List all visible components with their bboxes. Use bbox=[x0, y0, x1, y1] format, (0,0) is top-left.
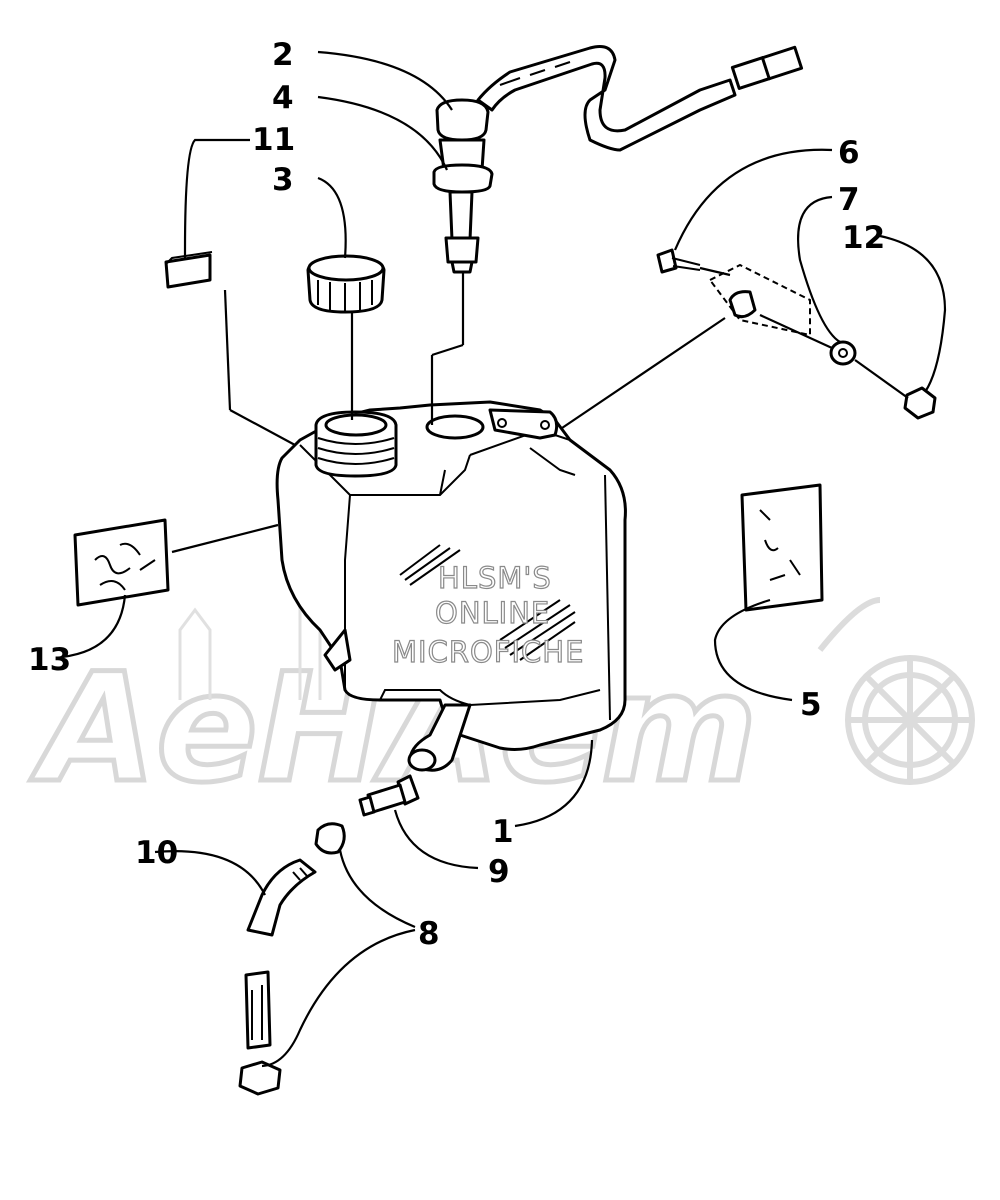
sender-port bbox=[425, 414, 485, 440]
mount-tab bbox=[488, 408, 559, 440]
callout-5: 5 bbox=[800, 687, 822, 723]
decal-5 bbox=[740, 483, 824, 612]
label-11 bbox=[164, 251, 213, 289]
fuel-cap bbox=[306, 254, 386, 314]
callout-12: 12 bbox=[842, 220, 885, 256]
callout-13: 13 bbox=[28, 642, 71, 678]
callout-3: 3 bbox=[272, 162, 294, 198]
callout-8: 8 bbox=[418, 916, 440, 952]
decal-13 bbox=[73, 518, 170, 607]
sending-unit bbox=[432, 98, 494, 274]
callout-11: 11 bbox=[252, 122, 295, 158]
tank-body bbox=[275, 400, 627, 772]
callout-7: 7 bbox=[838, 182, 860, 218]
callout-10: 10 bbox=[135, 835, 178, 871]
watermark-line1: HLSM'S bbox=[438, 561, 552, 595]
outlet-fitting bbox=[358, 774, 420, 817]
watermark-wheel-icon bbox=[817, 597, 975, 785]
watermark-line3: MICROFICHE bbox=[392, 635, 584, 669]
mount-hardware bbox=[656, 248, 937, 420]
callout-9: 9 bbox=[488, 854, 510, 890]
callout-2: 2 bbox=[272, 37, 294, 73]
callout-4: 4 bbox=[272, 80, 294, 116]
callout-labels: 1 2 3 4 5 6 7 8 9 10 11 12 13 bbox=[28, 37, 885, 952]
watermark-text: HLSM'S ONLINE MICROFICHE bbox=[391, 560, 584, 669]
wiring-harness bbox=[476, 45, 804, 152]
fuel-line bbox=[238, 822, 346, 1096]
callout-1: 1 bbox=[492, 814, 514, 850]
watermark-line2: ONLINE bbox=[435, 596, 550, 630]
callout-6: 6 bbox=[838, 135, 860, 171]
